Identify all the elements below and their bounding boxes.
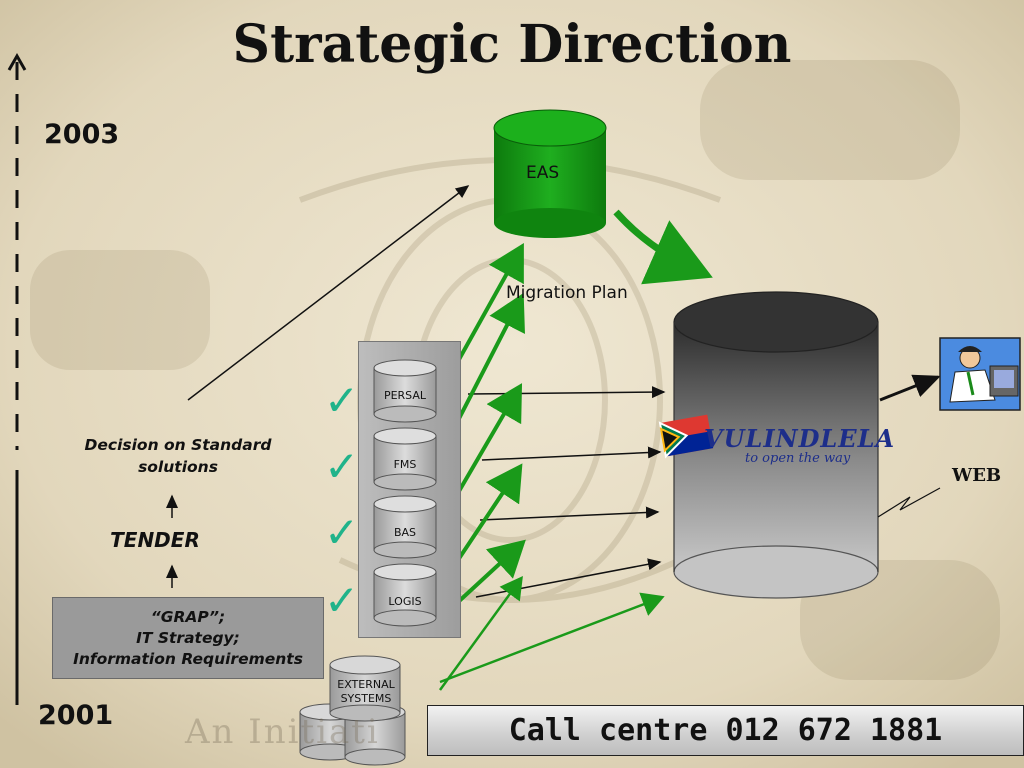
system-label-logis: LOGIS <box>388 595 422 608</box>
system-label-bas: BAS <box>393 526 417 539</box>
user-at-computer-icon <box>939 337 1021 411</box>
system-label-persal: PERSAL <box>383 389 427 402</box>
year-2001-label: 2001 <box>38 700 114 731</box>
external-line-1: EXTERNAL <box>337 678 395 691</box>
check-icon-persal: ✓ <box>324 376 360 425</box>
grap-box: “GRAP”; IT Strategy; Information Require… <box>52 597 324 679</box>
call-centre-text: Call centre 012 672 1881 <box>508 713 943 748</box>
external-systems-label: EXTERNAL SYSTEMS <box>328 678 404 706</box>
decision-line-1: Decision on Standard <box>84 436 272 454</box>
web-label: WEB <box>952 465 1002 486</box>
external-systems-cylinders <box>299 655 406 766</box>
tender-label: TENDER <box>110 528 200 552</box>
grap-line-1: “GRAP”; <box>150 607 226 626</box>
vulindlela-logo-text: VULINDLELA <box>704 424 896 453</box>
decision-to-eas-arrow <box>187 185 470 401</box>
timeline-arrow <box>7 52 27 705</box>
systems-panel <box>358 341 461 638</box>
vulindlela-tagline: to open the way <box>745 451 851 466</box>
external-line-2: SYSTEMS <box>340 692 392 705</box>
connection-zigzag <box>877 487 941 518</box>
check-icon-bas: ✓ <box>324 508 360 557</box>
grap-line-3: Information Requirements <box>73 649 303 668</box>
check-icon-logis: ✓ <box>324 576 360 625</box>
system-label-fms: FMS <box>393 458 417 471</box>
call-centre-banner: Call centre 012 672 1881 <box>427 705 1024 756</box>
decision-label: Decision on Standard solutions <box>60 434 296 478</box>
check-icon-fms: ✓ <box>324 442 360 491</box>
web-arrow <box>879 374 941 402</box>
decision-line-2: solutions <box>138 458 218 476</box>
watermark-text: An Initiati <box>185 712 380 752</box>
migration-plan-label: Migration Plan <box>506 283 628 303</box>
page-title: Strategic Direction <box>232 14 792 75</box>
sa-flag-icon <box>658 414 714 459</box>
eas-label: EAS <box>526 163 560 183</box>
eas-cylinder <box>493 109 607 238</box>
year-2003-label: 2003 <box>44 119 120 150</box>
grap-line-2: IT Strategy; <box>136 628 240 647</box>
